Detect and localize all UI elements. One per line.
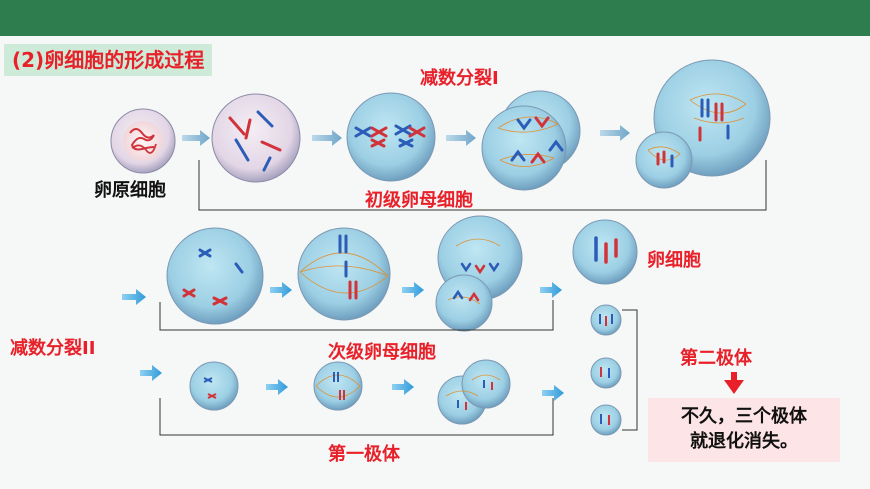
- section-title: (2)卵细胞的形成过程: [4, 44, 213, 76]
- secondary-oocyte-bracket: [159, 300, 554, 331]
- label-meiosis-two: 减数分裂II: [10, 338, 96, 359]
- metaphase-two-cell: [297, 227, 391, 321]
- arrow-3: [446, 130, 476, 146]
- arrow-8: [540, 282, 562, 298]
- label-egg-cell: 卵细胞: [647, 250, 701, 271]
- label-first-polar-body: 第一极体: [328, 444, 400, 465]
- primary-oocyte-bracket: [198, 160, 767, 211]
- arrow-11: [392, 379, 414, 395]
- oogonium-cell: [110, 108, 176, 174]
- arrow-5: [122, 289, 146, 305]
- label-oogonium: 卵原细胞: [94, 180, 166, 201]
- polar-body-2: [590, 357, 622, 389]
- prophase-one-cell: [211, 93, 301, 183]
- label-primary-oocyte: 初级卵母细胞: [365, 190, 473, 211]
- red-down-arrow-icon: [724, 372, 744, 394]
- arrow-9: [140, 365, 162, 381]
- first-polar-body-metaphase: [313, 361, 363, 411]
- arrow-7: [402, 282, 424, 298]
- label-secondary-oocyte: 次级卵母细胞: [328, 342, 436, 363]
- polar-body-3: [590, 404, 622, 436]
- anaphase-two-cell: [435, 215, 523, 332]
- arrow-10: [266, 379, 288, 395]
- first-polar-body-bracket: [159, 398, 554, 436]
- metaphase-one-cell: [346, 92, 436, 182]
- anaphase-one-cell: [481, 90, 581, 191]
- egg-cell: [572, 219, 638, 285]
- polar-body-1: [590, 304, 622, 336]
- arrow-1: [182, 130, 210, 146]
- telophase-one-cell: [635, 59, 771, 189]
- header-bar: [0, 0, 870, 36]
- secondary-oocyte-cell: [166, 227, 264, 325]
- polar-bodies-bracket: [622, 309, 638, 431]
- arrow-4: [600, 125, 630, 141]
- label-second-polar-body: 第二极体: [680, 348, 752, 369]
- arrow-2: [312, 130, 342, 146]
- first-polar-body-division: [437, 359, 511, 425]
- note-line-2: 就退化消失。: [690, 431, 798, 452]
- note-box: 不久，三个极体 就退化消失。: [648, 398, 840, 462]
- arrow-6: [270, 282, 292, 298]
- note-line-1: 不久，三个极体: [681, 406, 807, 427]
- label-meiosis-one: 减数分裂I: [420, 68, 499, 89]
- first-polar-body-cell: [189, 361, 239, 411]
- arrow-12: [542, 385, 564, 401]
